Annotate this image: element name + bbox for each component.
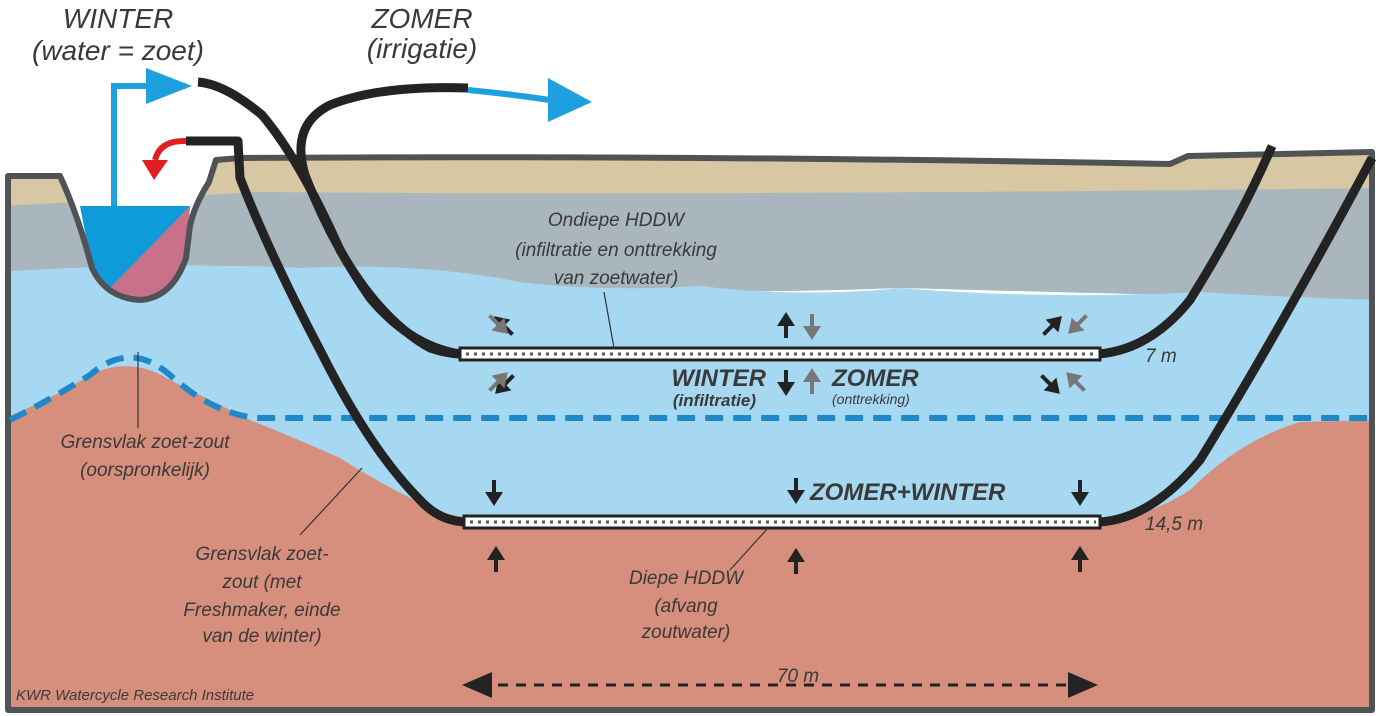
arrow-deep-mid-down	[787, 478, 805, 504]
arrow-shallow-left-down-grey	[488, 372, 508, 392]
arrow-deep-left-up	[487, 546, 505, 572]
arrow-deep-mid-up	[787, 548, 805, 574]
arrow-shallow-right-down-dark	[1040, 374, 1060, 394]
mode-summer-sub: (onttrekking)	[832, 391, 910, 407]
deep-hddw	[462, 514, 1102, 530]
section-outline	[5, 149, 1375, 713]
flow-arrows	[485, 312, 1089, 574]
winter-arrow-head	[146, 68, 192, 104]
depth-shallow: 7 m	[1145, 346, 1177, 367]
credit-label: KWR Watercycle Research Institute	[16, 687, 254, 704]
leader-lines	[137, 291, 769, 571]
deep-hddw-label-1: Diepe HDDW	[629, 568, 745, 589]
mode-winter-sub: (infiltratie)	[673, 391, 756, 410]
fm-interface-label-4: van de winter)	[202, 626, 321, 647]
shallow-hddw-label-3: van zoetwater)	[554, 268, 679, 289]
ditch-salt-water	[108, 206, 190, 300]
deep-hddw-label-3: zoutwater)	[641, 622, 731, 643]
width-label: 70 m	[777, 666, 819, 687]
arrow-shallow-right-down-grey	[1066, 372, 1086, 392]
original-interface-line	[8, 354, 1372, 423]
arrow-shallow-left-up-grey	[488, 314, 508, 334]
deep-pipe-left	[186, 136, 469, 527]
soil-layers	[8, 152, 1372, 710]
shallow-hddw-label-1: Ondiepe HDDW	[548, 210, 686, 231]
arrow-shallow-mid-up-dark	[777, 312, 795, 338]
pipes	[186, 77, 1376, 527]
arrow-shallow-mid-down-grey	[803, 368, 821, 394]
mode-winter: WINTER	[671, 365, 766, 392]
arrow-shallow-mid-up-grey	[803, 314, 821, 340]
summer-subtitle: (irrigatie)	[367, 33, 477, 64]
deep-hddw-label-2: (afvang	[654, 596, 718, 617]
mode-summer: ZOMER	[831, 365, 919, 392]
arrow-shallow-right-up-grey	[1068, 314, 1088, 334]
red-arrow-head	[142, 160, 168, 180]
fm-interface-label-3: Freshmaker, einde	[183, 600, 340, 621]
fm-interface-label-2: zout (met	[221, 572, 302, 593]
depth-deep: 14,5 m	[1145, 514, 1203, 535]
shallow-pipe-right	[1097, 144, 1277, 359]
mode-both: ZOMER+WINTER	[809, 479, 1006, 506]
red-return-line	[152, 137, 187, 161]
summer-title: ZOMER	[370, 3, 472, 34]
winter-title: WINTER	[63, 3, 173, 34]
summer-arrow-head	[548, 78, 592, 122]
winter-intake-line	[111, 83, 186, 206]
arrow-deep-right-up	[1071, 546, 1089, 572]
arrow-deep-left-down	[485, 480, 503, 506]
orig-interface-label-2: (oorspronkelijk)	[80, 460, 210, 481]
width-arrow-left	[462, 672, 492, 698]
shallow-hddw-label-2: (infiltratie en onttrekking	[515, 240, 717, 261]
shallow-hddw	[458, 346, 1102, 362]
arrow-shallow-mid-down-dark	[777, 370, 795, 396]
deep-pipe-right	[1097, 155, 1376, 527]
arrow-shallow-right-up-dark	[1042, 316, 1062, 336]
width-arrow-right	[1068, 672, 1098, 698]
summer-outflow-line	[467, 87, 551, 103]
summer-outlet-pipe	[296, 83, 469, 359]
winter-subtitle: (water = zoet)	[32, 35, 204, 66]
salt-water-zone	[8, 366, 1372, 710]
fm-interface-label-1: Grensvlak zoet-	[195, 544, 328, 565]
orig-interface-label-1: Grensvlak zoet-zout	[61, 432, 231, 453]
arrow-deep-right-down	[1071, 480, 1089, 506]
